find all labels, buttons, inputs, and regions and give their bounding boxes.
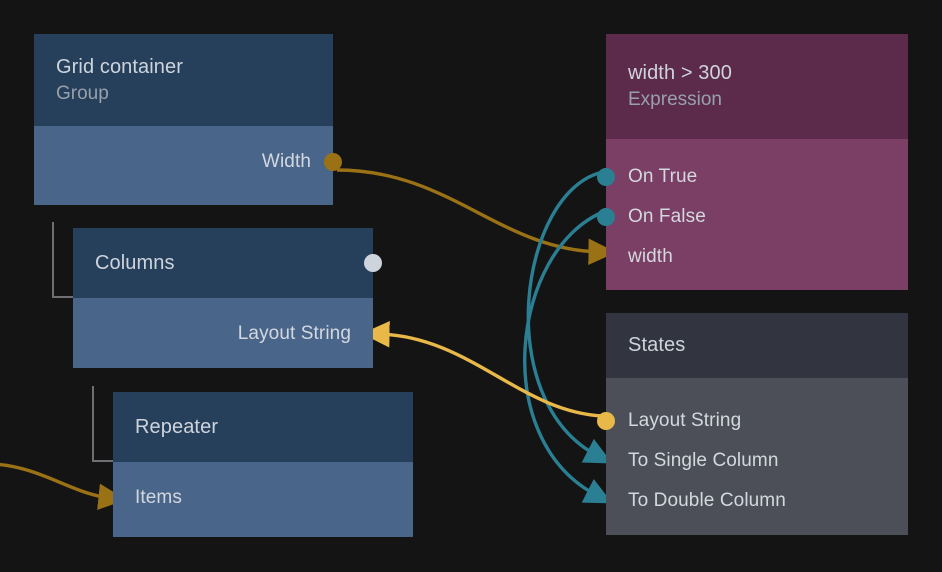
node-expression-body: On True On False width xyxy=(597,139,908,290)
hierarchy-bracket-grid-to-columns xyxy=(52,222,74,298)
node-grid-container-subtitle: Group xyxy=(56,82,109,104)
node-grid-container-header[interactable]: Grid container Group xyxy=(34,34,333,126)
node-states-title: States xyxy=(628,334,686,356)
port-states-to-single-column[interactable]: To Single Column xyxy=(606,441,908,481)
port-grid-container-width[interactable]: Width xyxy=(34,142,342,182)
port-states-layout-string[interactable]: Layout String xyxy=(597,401,908,441)
node-repeater-body: Items xyxy=(113,462,413,537)
port-states-layout-string-label: Layout String xyxy=(628,410,742,431)
node-repeater[interactable]: Repeater Items xyxy=(113,392,413,537)
node-states[interactable]: States Layout String To Single Column To… xyxy=(597,313,908,535)
port-dot-teal-icon[interactable] xyxy=(597,208,615,226)
node-expression-header[interactable]: width > 300 Expression xyxy=(606,34,908,139)
hierarchy-bracket-columns-to-repeater xyxy=(92,386,114,462)
wire-offscreen-to-repeater-items xyxy=(0,462,127,510)
node-expression-subtitle: Expression xyxy=(628,89,722,110)
port-columns-layout-string[interactable]: Layout String xyxy=(73,314,373,354)
node-expression-title: width > 300 xyxy=(628,62,732,84)
node-columns-body: Layout String xyxy=(73,298,373,368)
node-states-header[interactable]: States xyxy=(606,313,908,378)
port-expression-width[interactable]: width xyxy=(606,237,908,277)
port-expression-on-true[interactable]: On True xyxy=(597,157,908,197)
node-columns[interactable]: Columns Layout String xyxy=(73,228,382,368)
port-dot-gold-icon[interactable] xyxy=(324,153,342,171)
node-grid-container-title: Grid container xyxy=(56,55,184,78)
node-columns-header[interactable]: Columns xyxy=(73,228,382,298)
port-states-to-double-column[interactable]: To Double Column xyxy=(606,481,908,521)
port-columns-layout-string-label: Layout String xyxy=(237,323,351,344)
port-states-to-single-column-label: To Single Column xyxy=(628,450,779,471)
port-repeater-items-label: Items xyxy=(135,487,182,508)
port-dot-teal-icon[interactable] xyxy=(597,168,615,186)
node-columns-title: Columns xyxy=(95,251,175,274)
port-expression-on-false-label: On False xyxy=(628,206,706,227)
wire-on-true-to-single-column xyxy=(526,170,613,464)
node-grid-container[interactable]: Grid container Group Width xyxy=(34,34,342,205)
node-repeater-header[interactable]: Repeater xyxy=(113,392,413,462)
port-expression-width-label: width xyxy=(628,246,673,267)
port-dot-yellow-icon[interactable] xyxy=(597,412,615,430)
port-expression-on-false[interactable]: On False xyxy=(597,197,908,237)
wire-width-to-expression-width xyxy=(336,168,617,266)
node-repeater-title: Repeater xyxy=(135,415,219,438)
node-columns-toggle-dot-icon[interactable] xyxy=(364,254,382,272)
port-grid-container-width-label: Width xyxy=(261,151,311,172)
node-grid-container-body: Width xyxy=(34,126,342,205)
node-expression[interactable]: width > 300 Expression On True On False … xyxy=(597,34,908,290)
node-states-body: Layout String To Single Column To Double… xyxy=(597,378,908,535)
wire-on-false-to-double-column xyxy=(523,210,613,504)
port-expression-on-true-label: On True xyxy=(628,166,698,187)
port-repeater-items[interactable]: Items xyxy=(113,478,413,518)
port-states-to-double-column-label: To Double Column xyxy=(628,490,786,511)
